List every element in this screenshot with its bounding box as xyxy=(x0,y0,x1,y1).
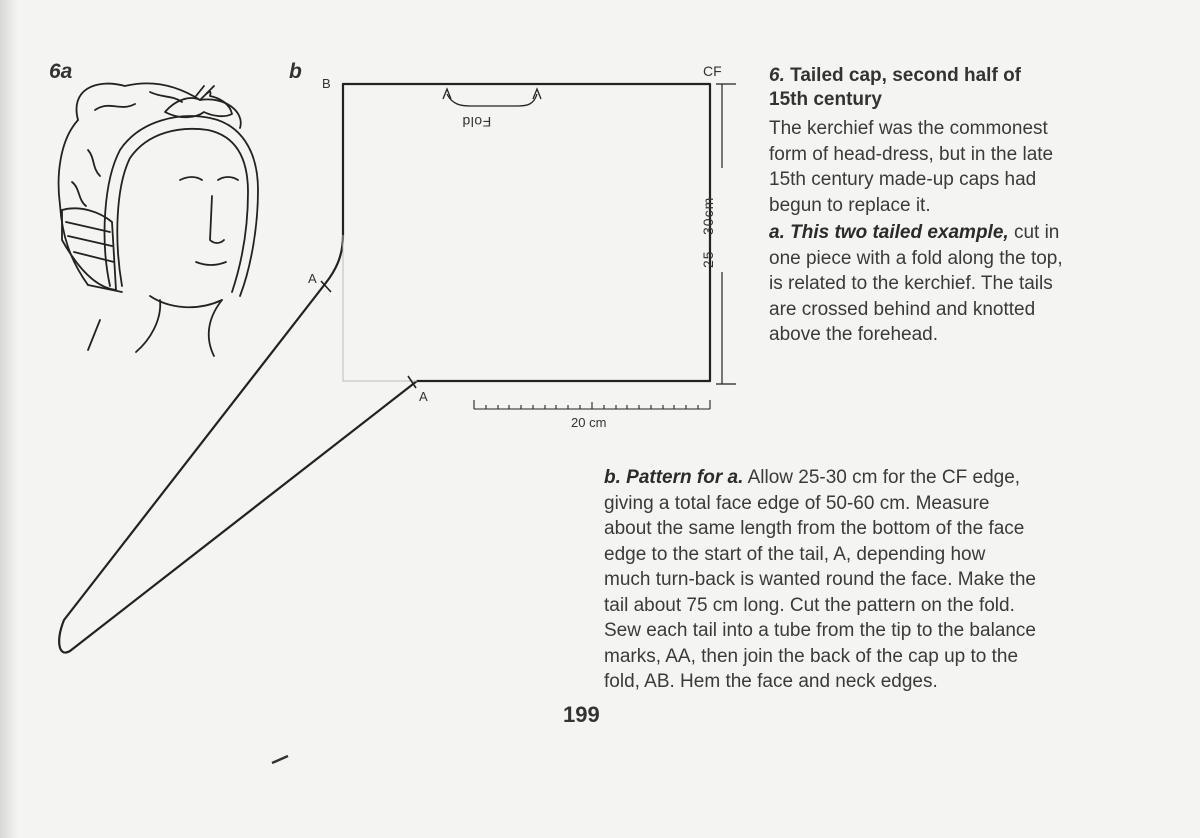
point-b-label: B xyxy=(322,76,331,91)
section-b-paragraph: b. Pattern for a. Allow 25-30 cm for the… xyxy=(604,465,1036,695)
section-b-line: fold, AB. Hem the face and neck edges. xyxy=(604,671,938,692)
section-b-line: edge to the start of the tail, A, depend… xyxy=(604,543,986,565)
cf-dimension-label: 25 - 30cm xyxy=(700,196,716,268)
section-a-line: one piece with a fold along the top, xyxy=(769,247,1063,269)
heading-line-2: 15th century xyxy=(769,89,882,110)
intro-line: begun to replace it. xyxy=(769,194,931,216)
page-gutter-shadow xyxy=(0,0,18,838)
section-b-line: giving a total face edge of 50-60 cm. Me… xyxy=(604,492,990,514)
intro-line: The kerchief was the commonest xyxy=(769,118,1048,139)
section-a-lead: a. This two tailed example, xyxy=(769,222,1009,243)
point-a-upper-label: A xyxy=(308,271,317,286)
heading-number: 6. xyxy=(769,65,785,86)
scale-bar xyxy=(473,400,711,410)
scale-bar-label: 20 cm xyxy=(571,415,607,430)
section-a-line: cut in xyxy=(1008,222,1060,243)
cap-pattern-outline xyxy=(58,82,712,654)
section-heading: 6. Tailed cap, second half of 15th centu… xyxy=(769,64,1169,112)
cf-dimension-line xyxy=(716,83,736,385)
section-b-line: much turn-back is wanted round the face.… xyxy=(604,569,1036,590)
fold-label: Fold xyxy=(462,114,492,130)
section-b-line: Sew each tail into a tube from the tip t… xyxy=(604,620,1036,641)
section-a-line: is related to the kerchief. The tails xyxy=(769,273,1053,294)
figure-b-label: b xyxy=(289,60,302,83)
section-b-lead: b. Pattern for a. xyxy=(604,467,744,488)
point-a-lower-label: A xyxy=(419,389,428,404)
figure-6a-label: 6a xyxy=(49,60,73,83)
balance-marks xyxy=(320,280,417,389)
point-cf-label: CF xyxy=(703,63,722,79)
page-number: 199 xyxy=(563,702,600,727)
stray-pen-mark xyxy=(271,754,289,765)
intro-paragraph: The kerchief was the commonest form of h… xyxy=(769,116,1053,218)
section-a-line: above the forehead. xyxy=(769,324,939,345)
section-b-line: about the same length from the bottom of… xyxy=(604,518,1025,539)
fold-arrow xyxy=(442,87,542,107)
heading-line-1: Tailed cap, second half of xyxy=(790,65,1021,86)
section-b-line: marks, AA, then join the back of the cap… xyxy=(604,645,1019,667)
intro-line: 15th century made-up caps had xyxy=(769,169,1037,190)
section-b-line: tail about 75 cm long. Cut the pattern o… xyxy=(604,594,1015,616)
intro-line: form of head-dress, but in the late xyxy=(769,143,1054,165)
section-a-line: are crossed behind and knotted xyxy=(769,298,1036,320)
section-a-paragraph: a. This two tailed example, cut in one p… xyxy=(769,220,1063,348)
head-with-cap-drawing xyxy=(57,82,259,357)
section-b-line: Allow 25-30 cm for the CF edge, xyxy=(743,467,1021,488)
